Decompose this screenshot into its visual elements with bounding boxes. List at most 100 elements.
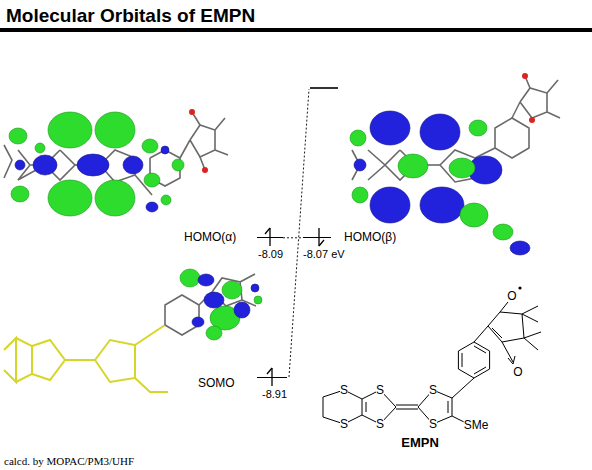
orbital-somo xyxy=(16,338,32,382)
energy-value: -8.91 xyxy=(262,389,287,400)
orbital-homo-alpha xyxy=(161,195,171,205)
orbital-homo-beta xyxy=(449,158,475,178)
correlation-line xyxy=(289,89,309,377)
orbital-homo-alpha xyxy=(95,112,135,148)
atom-label: S xyxy=(376,418,384,430)
energy-level xyxy=(303,237,331,238)
structure-bonds xyxy=(448,401,449,413)
atom-label: S xyxy=(340,384,348,396)
orbital-homo-beta xyxy=(522,73,528,79)
structure-bonds xyxy=(462,353,463,367)
orbital-homo-beta xyxy=(352,76,560,182)
orbital-homo-alpha xyxy=(161,146,169,154)
structure-bonds xyxy=(488,312,524,342)
energy-level-node: HOMO(α) -8.09 xyxy=(184,228,283,264)
correlation-line xyxy=(289,89,309,377)
structure-bonds xyxy=(452,416,464,422)
energy-value: -8.09 xyxy=(258,249,283,260)
orbital-somo xyxy=(192,274,259,327)
orbital-homo-alpha xyxy=(15,160,25,170)
energy-value: -8.07 eV xyxy=(303,249,345,260)
orbital-somo xyxy=(180,269,262,340)
orbital-somo xyxy=(206,326,222,340)
atom-label: S xyxy=(429,384,437,396)
orbital-homo-beta xyxy=(529,117,535,123)
orbital-name: HOMO(α) xyxy=(184,231,236,243)
structure-bonds xyxy=(362,399,363,415)
energy-level-node: SOMO -8.91 xyxy=(198,368,289,404)
structure-bonds xyxy=(452,378,474,398)
orbital-homo-beta xyxy=(520,88,547,118)
orbital-homo-alpha xyxy=(189,109,195,115)
electron-arrows xyxy=(319,240,324,246)
orbital-homo-alpha xyxy=(123,156,143,174)
structure-bonds xyxy=(502,342,513,362)
atom-label: S xyxy=(429,418,437,430)
orbital-somo xyxy=(165,274,256,335)
orbital-somo xyxy=(222,281,242,299)
orbital-homo-beta xyxy=(350,130,366,146)
orbital-somo xyxy=(65,359,95,361)
orbital-homo-beta xyxy=(512,102,520,118)
orbital-homo-alpha xyxy=(48,180,92,216)
orbital-homo-beta xyxy=(398,154,428,178)
structure-bonds xyxy=(396,409,418,410)
orbital-somo xyxy=(180,269,200,287)
orbital-homo-beta xyxy=(350,120,513,240)
orbital-homo-alpha xyxy=(190,125,215,157)
orbital-somo xyxy=(240,274,255,282)
orbital-homo-beta xyxy=(420,187,464,223)
orbital-somo xyxy=(198,274,214,286)
structure-bonds xyxy=(396,405,418,406)
correlation-connector xyxy=(283,237,303,238)
orbital-somo xyxy=(192,317,204,327)
orbital-somo xyxy=(251,284,259,292)
orbital-homo-beta xyxy=(493,224,513,240)
structure-bonds xyxy=(452,398,453,416)
orbital-homo-alpha xyxy=(142,139,158,153)
orbital-homo-beta xyxy=(547,80,558,93)
orbital-homo-alpha xyxy=(202,167,208,173)
orbital-name: SOMO xyxy=(198,377,235,389)
orbital-homo-alpha xyxy=(189,109,208,173)
orbital-homo-beta xyxy=(370,111,410,145)
atom-label: O xyxy=(507,290,516,302)
structure-bonds xyxy=(508,356,515,364)
orbital-homo-alpha xyxy=(9,128,27,144)
radical-dot xyxy=(518,286,521,289)
orbital-homo-alpha xyxy=(77,154,109,176)
orbital-homo-alpha xyxy=(4,109,228,216)
atom-label: S xyxy=(376,384,384,396)
orbital-homo-alpha xyxy=(172,159,184,171)
orbital-homo-alpha xyxy=(180,140,190,158)
structure-bonds xyxy=(492,328,502,338)
orbital-homo-beta xyxy=(469,120,487,136)
radical-dot xyxy=(518,286,521,289)
structure-bonds xyxy=(522,306,538,314)
correlation-connector xyxy=(283,237,303,238)
orbital-homo-alpha xyxy=(15,146,169,212)
electron-arrows xyxy=(265,228,270,234)
energy-level-node: -8.07 eVHOMO(β) xyxy=(303,228,403,264)
orbital-homo-beta xyxy=(460,203,488,227)
title: Molecular Orbitals of EMPN xyxy=(6,5,255,27)
structure-bonds xyxy=(522,314,538,322)
orbital-homo-alpha xyxy=(4,145,12,178)
caption: calcd. by MOPAC/PM3/UHF xyxy=(4,455,134,467)
orbital-homo-beta xyxy=(547,112,560,118)
structure-bonds xyxy=(524,338,538,350)
orbital-homo-beta xyxy=(350,73,560,255)
orbital-somo xyxy=(4,325,168,392)
title-rule xyxy=(0,28,592,32)
orbital-somo xyxy=(234,302,250,318)
orbital-homo-beta xyxy=(368,150,385,180)
orbital-homo-alpha xyxy=(215,118,225,130)
structure-bonds xyxy=(323,397,324,417)
compound-name: EMPN xyxy=(401,436,439,449)
energy-level xyxy=(257,377,287,378)
orbital-somo xyxy=(4,269,262,392)
structure-bonds xyxy=(474,326,488,342)
orbital-homo-alpha xyxy=(11,186,29,202)
